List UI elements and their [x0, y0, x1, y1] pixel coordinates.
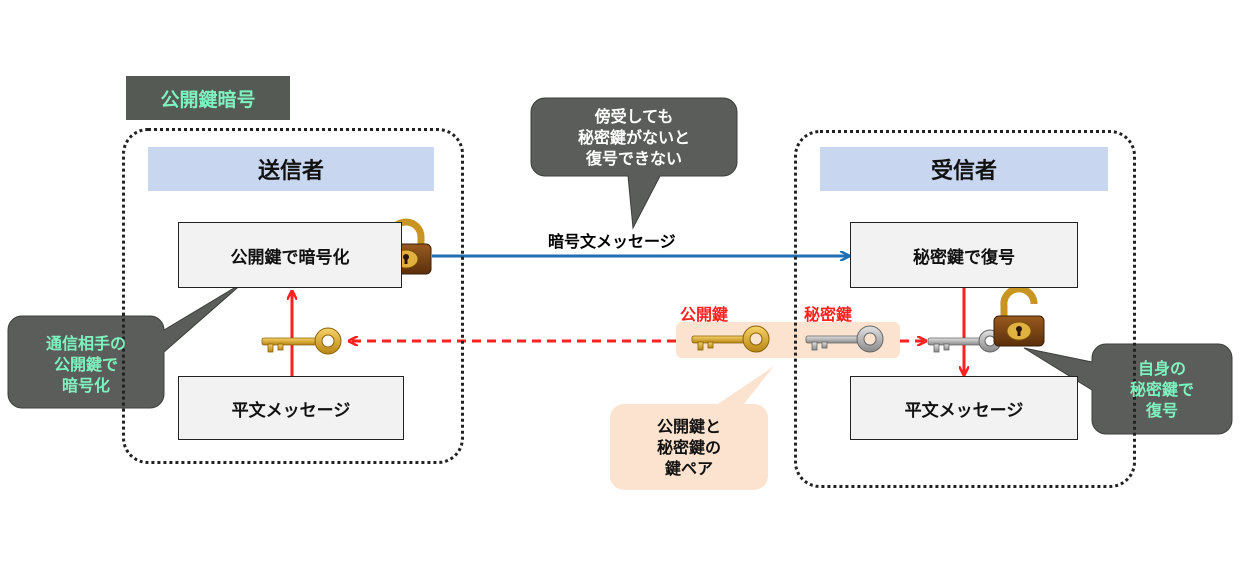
intercept-callout-shape — [530, 97, 738, 230]
ciphertext-label: 暗号文メッセージ — [548, 232, 676, 251]
public-gold-key-icon — [691, 325, 770, 353]
sender-header: 送信者 — [148, 147, 434, 191]
private-key-label: 秘密鍵 — [804, 305, 853, 324]
sender-plaintext-box: 平文メッセージ — [178, 376, 404, 440]
public-key-label: 公開鍵 — [680, 305, 729, 324]
sender-note-callout-shape — [7, 281, 245, 409]
receiver-header: 受信者 — [820, 147, 1108, 191]
private-silver-key-icon — [805, 325, 884, 353]
receiver-decrypt-box: 秘密鍵で復号 — [850, 222, 1078, 288]
intercept-callout: 傍受しても 秘密鍵がないと 復号できない — [577, 106, 690, 168]
receiver-plaintext-box: 平文メッセージ — [850, 376, 1078, 440]
sender-gold-key-icon — [261, 327, 342, 355]
key-pair-callout: 公開鍵と 秘密鍵の 鍵ペア — [656, 416, 721, 478]
receiver-panel — [794, 130, 1136, 488]
receiver-note-callout-shape — [1023, 343, 1233, 435]
key-pair-callout-shape — [610, 366, 774, 490]
sender-panel — [122, 128, 464, 464]
open-padlock-icon — [993, 285, 1045, 347]
sender-encrypt-box: 公開鍵で暗号化 — [178, 222, 402, 288]
diagram-title: 公開鍵暗号 — [126, 76, 290, 120]
receiver-note-callout: 自身の 秘密鍵で 復号 — [1129, 358, 1194, 420]
key-pair-highlight — [676, 322, 900, 358]
sender-note-callout: 通信相手の 公開鍵で 暗号化 — [45, 333, 126, 395]
